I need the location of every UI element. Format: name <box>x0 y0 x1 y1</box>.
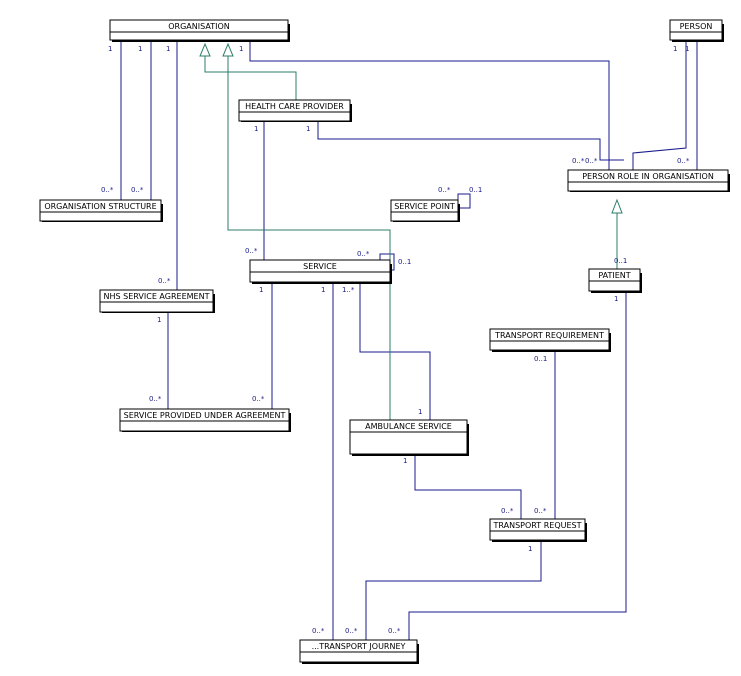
multiplicity-label: 0..* <box>677 157 690 165</box>
assoc-patient-journey <box>408 292 627 640</box>
multiplicity-label: 1 <box>306 125 310 133</box>
entity-title: SERVICE PROVIDED UNDER AGREEMENT <box>124 411 286 420</box>
entity-transport-journey[interactable]: ...TRANSPORT JOURNEY <box>299 639 419 664</box>
entity-nhs-service-agreement[interactable]: NHS SERVICE AGREEMENT <box>99 289 215 313</box>
multiplicity-label: 0..* <box>158 277 171 285</box>
multiplicity-label: 1 <box>418 408 422 416</box>
multiplicity-label: 1 <box>157 316 161 324</box>
multiplicity-label: 1 <box>239 45 243 53</box>
multiplicity-label: 0..* <box>312 627 325 635</box>
multiplicity-label: 1 <box>403 457 407 465</box>
multiplicity-label: 1 <box>166 45 170 53</box>
assoc-hcp-personrole <box>317 122 624 161</box>
assoc-service-self <box>379 253 395 271</box>
multiplicity-label: 1 <box>138 45 142 53</box>
multiplicity-label: 1 <box>685 45 689 53</box>
entity-title: PERSON <box>680 22 713 31</box>
entity-service[interactable]: SERVICE <box>249 259 392 284</box>
multiplicity-label: 0..* <box>101 186 114 194</box>
entity-person-role-in-organisation[interactable]: PERSON ROLE IN ORGANISATION <box>567 169 730 192</box>
entity-ambulance-service[interactable]: AMBULANCE SERVICE <box>349 419 469 456</box>
multiplicity-label: 1 <box>254 125 258 133</box>
entity-title: TRANSPORT REQUEST <box>493 521 582 530</box>
multiplicity-label: 0..* <box>438 186 451 194</box>
entity-title: ORGANISATION STRUCTURE <box>44 202 156 211</box>
gen-hcp-org <box>204 56 297 100</box>
entity-title: AMBULANCE SERVICE <box>365 422 452 431</box>
entity-service-point[interactable]: SERVICE POINT <box>390 199 460 222</box>
assoc-request-journey <box>365 541 542 640</box>
multiplicity-label: 1 <box>321 286 325 294</box>
entity-patient[interactable]: PATIENT <box>588 268 642 293</box>
entity-transport-requirement[interactable]: TRANSPORT REQUIREMENT <box>489 328 611 352</box>
multiplicity-label: 0..* <box>345 627 358 635</box>
generalisations <box>199 42 623 420</box>
multiplicity-label: 1 <box>614 295 618 303</box>
multiplicity-label: 0..* <box>245 247 258 255</box>
assoc-servicepoint-self <box>457 193 471 209</box>
multiplicity-label: 0..1 <box>469 186 482 194</box>
entity-title: TRANSPORT REQUIREMENT <box>494 331 604 340</box>
multiplicity-label: 0..* <box>388 627 401 635</box>
gen-head-hcp-org <box>199 42 211 57</box>
entity-transport-request[interactable]: TRANSPORT REQUEST <box>489 518 587 542</box>
entity-organisation[interactable]: ORGANISATION <box>109 19 290 42</box>
assoc-org-personrole <box>249 41 610 170</box>
multiplicity-label: 1 <box>528 545 532 553</box>
multiplicity-labels: 1 1 1 1 1 1 1 1 0..* 0..* 0..* 0..* 0..*… <box>101 45 690 635</box>
multiplicity-label: 0..* <box>534 507 547 515</box>
multiplicity-label: 0..1 <box>534 355 547 363</box>
entity-title: SERVICE POINT <box>394 202 455 211</box>
gen-ambulance-org <box>227 56 391 420</box>
assoc-service-ambulance <box>359 283 431 420</box>
entity-service-provided-under-agreement[interactable]: SERVICE PROVIDED UNDER AGREEMENT <box>119 408 291 432</box>
entity-title: PATIENT <box>598 271 630 280</box>
entity-title: NHS SERVICE AGREEMENT <box>104 292 210 301</box>
multiplicity-label: 0..1 <box>398 258 411 266</box>
multiplicity-label: 0..* <box>149 395 162 403</box>
entity-title: ...TRANSPORT JOURNEY <box>312 642 406 651</box>
multiplicity-label: 0..* <box>501 507 514 515</box>
multiplicity-label: 1..* <box>342 286 355 294</box>
multiplicity-label: 1 <box>673 45 677 53</box>
assoc-person-personrole-a <box>632 41 687 170</box>
gen-head-patient-personrole <box>611 198 623 214</box>
entity-person[interactable]: PERSON <box>669 19 724 42</box>
multiplicity-label: 1 <box>259 286 263 294</box>
assoc-ambulance-request <box>414 455 522 519</box>
multiplicity-label: 0..* <box>585 157 598 165</box>
multiplicity-label: 0..1 <box>614 257 627 265</box>
multiplicity-label: 0..* <box>572 157 585 165</box>
entity-title: HEALTH CARE PROVIDER <box>245 102 344 111</box>
multiplicity-label: 0..* <box>131 186 144 194</box>
entity-title: ORGANISATION <box>168 22 229 31</box>
entity-organisation-structure[interactable]: ORGANISATION STRUCTURE <box>39 199 163 222</box>
multiplicity-label: 1 <box>108 45 112 53</box>
associations <box>120 41 698 640</box>
multiplicity-label: 0..* <box>357 250 370 258</box>
entity-title: SERVICE <box>303 262 337 271</box>
entity-title: PERSON ROLE IN ORGANISATION <box>582 172 714 181</box>
gen-head-ambulance-org <box>222 42 234 57</box>
entity-health-care-provider[interactable]: HEALTH CARE PROVIDER <box>238 99 352 122</box>
multiplicity-label: 0..* <box>252 395 265 403</box>
